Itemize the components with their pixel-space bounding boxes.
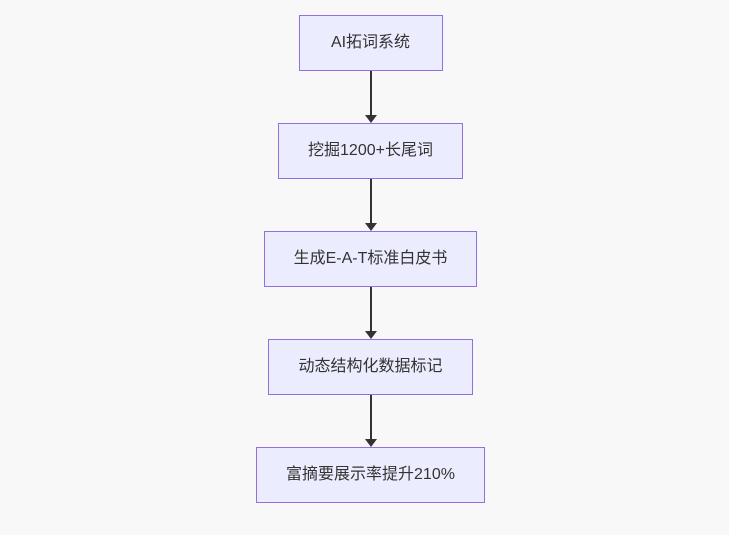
flow-node-ai-keyword-system: AI拓词系统 (298, 15, 443, 71)
arrow-line (369, 395, 372, 440)
arrow-line (369, 71, 372, 116)
flow-node-label: 动态结构化数据标记 (298, 358, 443, 376)
flow-node-label: 生成E-A-T标准白皮书 (293, 250, 448, 268)
flow-node-label: 挖掘1200+长尾词 (308, 142, 433, 160)
arrow-down-icon (364, 439, 377, 447)
flow-node-rich-snippet-result: 富摘要展示率提升210% (256, 447, 485, 503)
arrow-line (369, 287, 372, 332)
flow-node-label: 富摘要展示率提升210% (286, 466, 455, 484)
flow-node-structured-data-markup: 动态结构化数据标记 (268, 339, 473, 395)
edge-arrow-3 (364, 287, 377, 339)
flow-node-eat-whitepaper: 生成E-A-T标准白皮书 (263, 231, 478, 287)
arrow-line (369, 179, 372, 224)
edge-arrow-1 (364, 71, 377, 123)
flow-node-longtail-mining: 挖掘1200+长尾词 (278, 123, 463, 179)
edge-arrow-4 (364, 395, 377, 447)
arrow-down-icon (364, 223, 377, 231)
flowchart: AI拓词系统 挖掘1200+长尾词 生成E-A-T标准白皮书 动态结构化数据标记… (6, 0, 729, 503)
flow-node-label: AI拓词系统 (330, 34, 411, 52)
arrow-down-icon (364, 115, 377, 123)
edge-arrow-2 (364, 179, 377, 231)
arrow-down-icon (364, 331, 377, 339)
